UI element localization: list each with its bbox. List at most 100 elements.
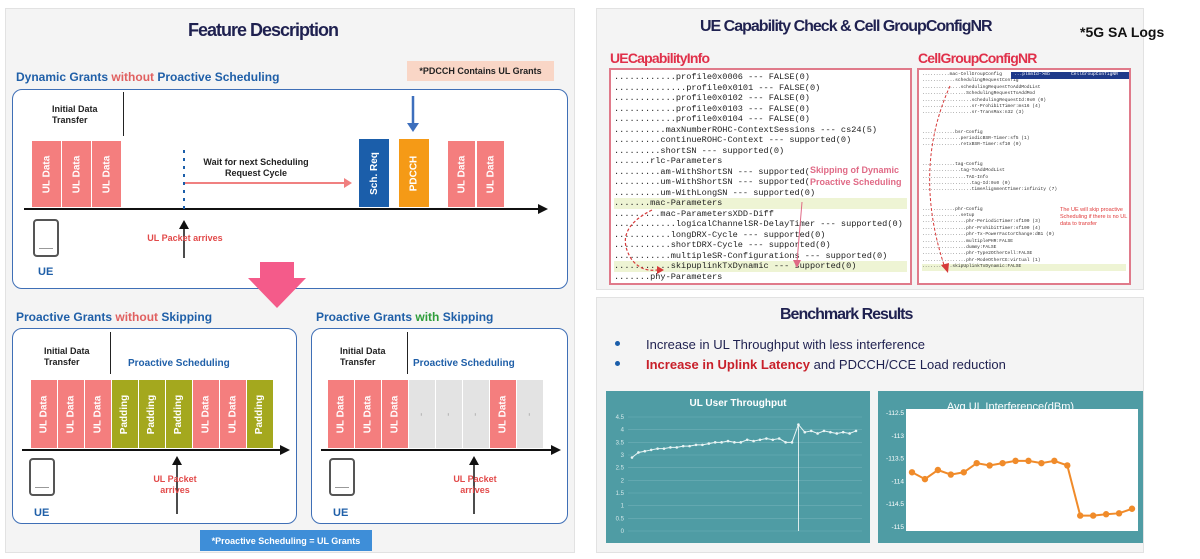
data-point [809,429,813,433]
empty-slot-block: - [463,380,490,448]
chart-bars-icon [39,235,53,249]
data-point [701,443,704,447]
y-tick-label: 1 [621,504,625,510]
code-line: ...........multipleSR-Configurations ---… [614,250,888,261]
cell-header-right: CellGroupConfigNR [1071,72,1118,77]
code-line: ............tag-Config [922,161,983,167]
y-tick-label: -115 [891,524,904,531]
bullet-dot [615,341,620,346]
data-point [1012,457,1019,465]
skip-note: Skipping of Dynamic Proactive Scheduling [810,164,910,188]
code-line: ...........longDRX-Cycle --- supported(0… [614,229,826,240]
code-line: .........shortSN --- supported(0) [614,145,785,156]
wait-arrow [184,178,352,188]
y-tick-label: -114.5 [886,501,904,508]
ul-data-block: UL Data [490,380,517,448]
code-line: ..................sr-ProhibitTimer:ms16 … [922,104,1041,110]
divider-line [110,332,111,374]
cell-header-bar [1011,72,1129,79]
skip-annotation-arrows [624,201,803,274]
data-point [803,430,807,434]
padding-block: Padding [139,380,166,448]
data-point [835,432,839,435]
bullet-dot [615,361,620,366]
ul-throughput-plot: 4.543.532.521.510.50 [616,415,862,535]
data-point [1064,462,1071,469]
cell-group-config-heading: CellGroupConfigNR [918,50,1037,66]
data-point [752,439,755,443]
ul-interference-plot: -112.5-113-113.5-114-114.5-115 [886,409,1138,531]
y-tick-label: -113 [891,433,904,440]
code-line: ................phr-PeriodicTimer:sf100 … [922,219,1041,225]
timeline-axis [22,445,290,455]
code-line: .........um-WithShortSN --- supported(0) [614,177,821,187]
y-tick-label: -114 [891,478,904,485]
empty-slot-block: - [517,380,544,448]
code-line: ................dummy:FALSE [922,244,997,250]
code-line: ...........skipUplinkTxDynamic:FALSE [922,264,1126,271]
code-line: ............logicalChannelSR-DelayTimer … [614,219,903,229]
data-point [656,447,659,450]
phone-icon [33,219,59,257]
cell-annotation-arrow [929,85,951,273]
ul-data-block: UL Data [193,380,220,448]
ul-data-block: UL Data [355,380,382,448]
transition-down-arrow [248,262,306,308]
code-line: ................phr-ModeOtherCG:virtual … [922,257,1041,263]
code-line: ............schedulingRequestConfig [922,78,1019,84]
code-line: ............profile0x0103 --- FALSE(0) [614,103,810,114]
data-point [694,443,698,447]
data-point [790,441,794,444]
ul-data-block: UL Data [382,380,409,448]
code-line: ................SchedulingRequestToAddMo… [922,91,1036,97]
code-line: ................multiplePHR:FALSE [922,238,1013,244]
y-tick-label: 0.5 [616,516,625,522]
data-point [720,441,723,444]
data-point [771,438,775,442]
phone-icon [29,458,55,496]
data-point [726,439,730,443]
data-point [649,448,653,452]
timeline-axis [24,204,548,214]
data-point [662,447,666,450]
data-point [1038,459,1045,467]
data-point [733,441,736,444]
code-line: .......phy-Parameters [614,271,723,282]
code-line: ................phr-Type2OtherCell:FALSE [922,251,1033,257]
code-line: ..............profile0x0101 --- FALSE(0) [614,82,821,93]
proactive-scheduling-label: Proactive Scheduling [128,358,230,369]
empty-slot-block: - [409,380,436,448]
feature-description-title: Feature Description [188,20,339,40]
ue-label: UE [333,507,349,519]
benchmark-bullet-2: Increase in Uplink Latency and PDCCH/CCE… [646,357,1006,372]
chart-bars-icon [335,474,349,488]
sch-req-block: Sch. Req [359,139,389,207]
data-point [1115,510,1123,517]
code-line: .......mac-Parameters [614,198,907,209]
divider-line [407,332,408,374]
data-point [986,462,993,469]
data-point [1128,505,1136,512]
ul-data-block: UL Data [448,141,476,207]
code-line: ............profile0x0102 --- FALSE(0) [614,93,810,103]
y-tick-label: 3.5 [616,440,625,446]
code-line: ..................sr-TransMax:n32 (3) [922,110,1024,116]
ul-interference-chart: Avg UL Interference(dBm) -112.5-113-113.… [878,391,1143,543]
phone-icon [329,458,355,496]
data-point [848,432,851,435]
code-line: ..........mac-CellGroupConfig [922,72,1002,77]
code-line: ..............retxBSR-Timer:sf10 (0) [922,142,1022,148]
data-point [669,446,672,449]
cell-header-mid: ...plmnId->mb [1014,72,1050,77]
chart-title: UL User Throughput [689,398,787,409]
code-line: ..............periodicBSR-Timer:sf5 (1) [922,136,1030,142]
y-tick-label: -113.5 [886,456,904,463]
code-line: ............phr-Config [922,206,983,212]
code-line: ............profile0x0006 --- FALSE(0) [614,72,810,82]
data-point [973,459,980,467]
initial-data-transfer-label: Initial Data Transfer [52,104,98,125]
ue-label: UE [38,266,54,278]
code-line: .........continueROHC-Context --- suppor… [614,135,852,145]
data-point [745,438,749,442]
data-point [854,429,858,433]
